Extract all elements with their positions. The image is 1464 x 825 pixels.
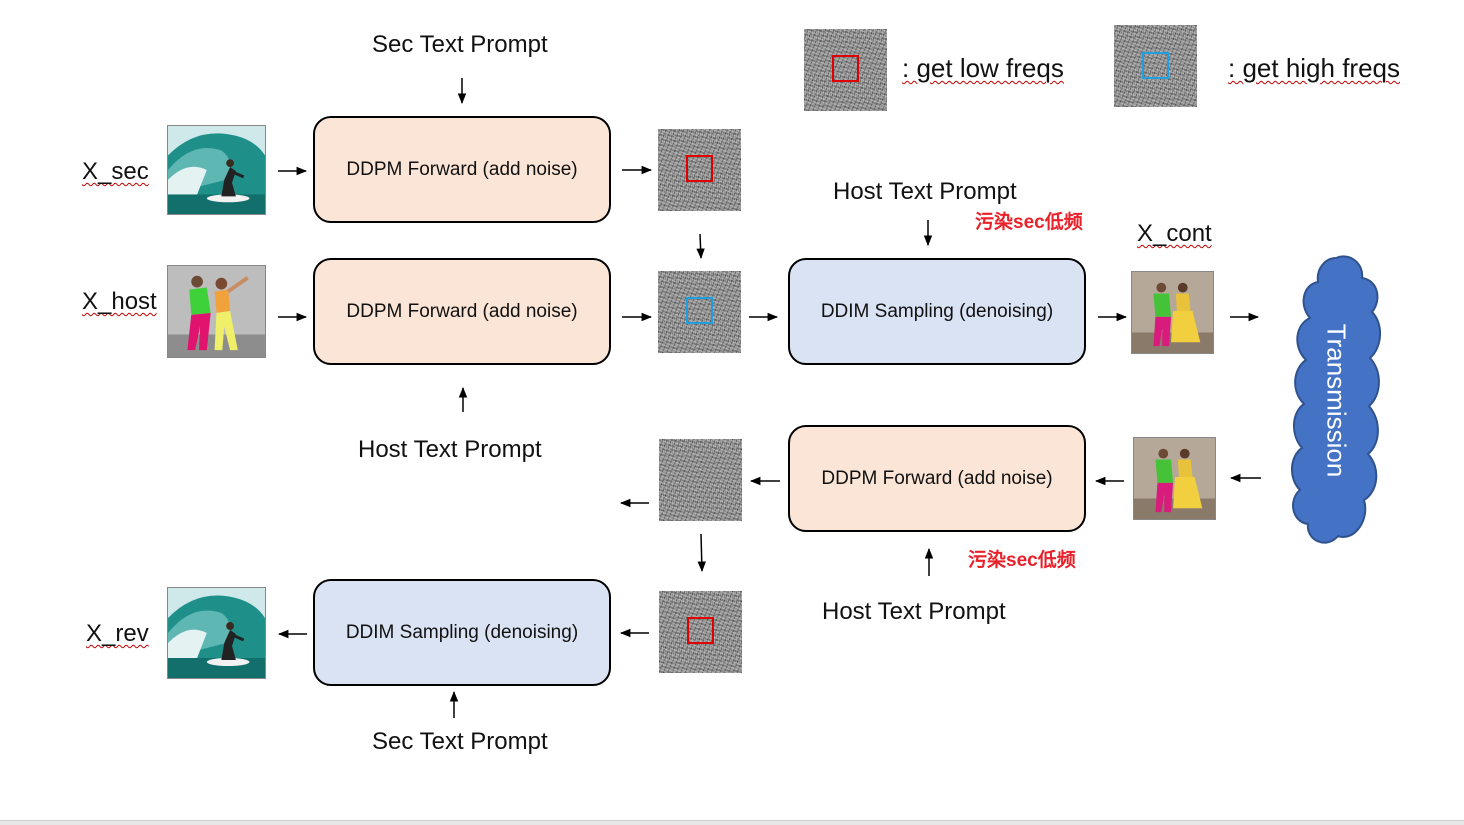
ddpm-forward-box-receive: DDPM Forward (add noise) [788,425,1086,532]
dancers-photo-host [167,265,266,358]
host-text-prompt-right: Host Text Prompt [822,598,1006,625]
surfer-photo-rev [167,587,266,679]
noise-image-receive [659,439,742,521]
sec-text-prompt-bottom: Sec Text Prompt [372,728,548,755]
noise-image-low [659,591,742,673]
sec-text-prompt-top: Sec Text Prompt [372,31,548,58]
pollute-note-2: 污染sec低频 [968,550,1076,571]
label-x-sec: X_sec [82,158,149,185]
label-x-cont: X_cont [1137,220,1212,247]
legend-noise-low [804,29,887,111]
arrow-noise-sec-down [696,233,705,260]
legend-noise-high [1114,25,1197,107]
legend-high-text: : get high freqs [1228,53,1400,83]
high-freq-marker [686,297,713,324]
host-text-prompt-mid: Host Text Prompt [833,178,1017,205]
ddpm-forward-box-host: DDPM Forward (add noise) [313,258,611,365]
low-freq-marker [687,617,714,644]
label-x-host: X_host [82,288,157,315]
host-text-prompt-left: Host Text Prompt [358,436,542,463]
noise-image-mixed [658,271,741,353]
label-x-rev: X_rev [86,620,149,647]
pollute-note-1: 污染sec低频 [975,212,1083,233]
legend-low-text: : get low freqs [902,53,1064,83]
transmission-label: Transmission [1321,323,1352,477]
surfer-photo-sec [167,125,266,215]
low-freq-marker [832,55,859,82]
ddim-sampling-box-cont: DDIM Sampling (denoising) [788,258,1086,365]
high-freq-marker [1142,52,1169,79]
ddim-sampling-box-rev: DDIM Sampling (denoising) [313,579,611,686]
transmission-cloud [1291,255,1381,544]
dancers-photo-received [1133,437,1216,520]
arrow-noise-receive-down [697,533,706,573]
noise-image-sec [658,129,741,211]
bottom-divider [0,820,1464,825]
dancers-photo-cont [1131,271,1214,354]
ddpm-forward-box-sec: DDPM Forward (add noise) [313,116,611,223]
low-freq-marker [686,155,713,182]
